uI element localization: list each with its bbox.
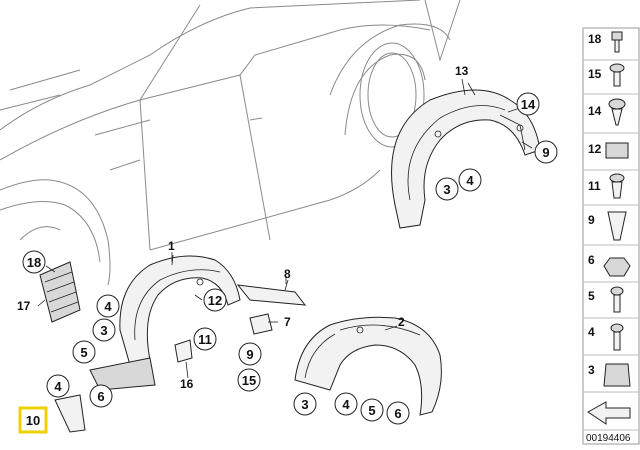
part-1-front-wheel-arch-liner	[89, 254, 241, 391]
panel-part-6: 6	[588, 253, 595, 267]
callout-6d: 6	[394, 406, 401, 421]
callout-12: 12	[208, 293, 222, 308]
panel-part-15: 15	[588, 67, 602, 81]
panel-part-12: 12	[588, 142, 602, 156]
panel-part-4: 4	[588, 325, 595, 339]
callout-4a: 4	[466, 173, 474, 188]
callout-16: 16	[180, 377, 194, 391]
callout-1: 1	[168, 239, 175, 253]
callout-2: 2	[398, 315, 405, 329]
panel-part-14: 14	[588, 104, 602, 118]
part-10-bracket	[54, 394, 86, 433]
callout-15: 15	[242, 373, 256, 388]
callout-17: 17	[17, 299, 31, 313]
callout-18: 18	[27, 255, 41, 270]
panel-part-5: 5	[588, 289, 595, 303]
part-17-air-duct	[39, 261, 81, 323]
callout-11: 11	[198, 332, 212, 347]
part-16-gasket	[174, 339, 193, 379]
callout-8: 8	[284, 267, 291, 281]
callout-14: 14	[521, 97, 536, 112]
callout-3c: 3	[301, 397, 308, 412]
panel-part-9: 9	[588, 213, 595, 227]
callout-3b: 3	[100, 323, 107, 338]
callout-10: 10	[26, 413, 40, 428]
callout-4d: 4	[342, 397, 350, 412]
callout-4c: 4	[54, 379, 62, 394]
fastener-icons	[587, 31, 631, 425]
panel-part-11: 11	[588, 179, 601, 193]
callout-9a: 9	[542, 145, 549, 160]
callout-5b: 5	[80, 345, 87, 360]
callout-3a: 3	[443, 182, 450, 197]
document-number: 00194406	[586, 433, 631, 444]
parts-panel: 18 15 14 12 11 9 6 5 4 3 00194406	[582, 27, 640, 445]
callout-9b: 9	[246, 347, 253, 362]
callout-5d: 5	[368, 403, 375, 418]
part-2-wheel-arch-liner	[294, 316, 442, 416]
callout-7: 7	[284, 315, 291, 329]
callout-4b: 4	[104, 299, 112, 314]
panel-part-18: 18	[588, 32, 602, 46]
car-outline	[0, 0, 461, 286]
callout-10-highlight	[18, 406, 48, 434]
callout-6b: 6	[97, 389, 104, 404]
part-7-clip	[249, 313, 273, 335]
part-8-bracket	[236, 279, 307, 306]
callouts: 13 14 9 3 4 1 18 17 4 3 5 12 8 7 11 16 9…	[17, 64, 558, 434]
panel-part-3: 3	[588, 363, 595, 377]
callout-13: 13	[455, 64, 469, 78]
